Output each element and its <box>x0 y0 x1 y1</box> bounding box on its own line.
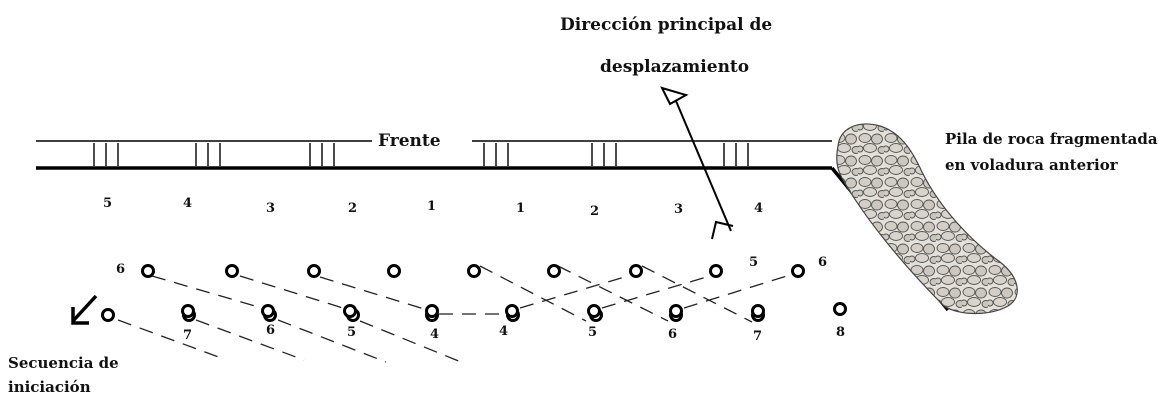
hole-number: 6 <box>266 323 275 338</box>
blast-hole <box>261 304 275 318</box>
pile-label-line-1: Pila de roca fragmentada <box>945 130 1158 148</box>
title-line-1: Dirección principal de <box>560 15 772 35</box>
hole-number: 5 <box>103 196 112 211</box>
blast-hole <box>587 304 601 318</box>
hole-number: 3 <box>266 201 275 216</box>
blast-hole <box>101 308 115 322</box>
blast-hole <box>467 264 481 278</box>
hole-number: 5 <box>347 325 356 340</box>
blast-hole <box>343 304 357 318</box>
holes-row-2 <box>141 264 805 278</box>
blast-hole <box>833 302 847 316</box>
hole-number: 5 <box>588 325 597 340</box>
blast-hole <box>547 264 561 278</box>
hole-number: 7 <box>753 329 762 344</box>
bench-tick-marks <box>93 143 749 166</box>
hole-number: 8 <box>836 325 845 340</box>
hole-number: 6 <box>116 262 125 277</box>
hole-number: 5 <box>749 255 758 270</box>
row-3-labels: 7 6 5 4 4 5 6 7 8 <box>183 323 845 344</box>
blast-hole <box>505 304 519 318</box>
row-2-labels: 6 5 6 <box>116 255 827 277</box>
hole-number: 1 <box>427 199 436 214</box>
bench-top <box>36 140 832 170</box>
row-1-labels: 5 4 3 2 1 1 2 3 4 <box>103 196 763 219</box>
sequence-label-line-1: Secuencia de <box>8 354 119 372</box>
blast-hole <box>181 304 195 318</box>
pile-label-line-2: en voladura anterior <box>945 156 1119 174</box>
blast-hole <box>425 304 439 318</box>
blast-hole <box>669 304 683 318</box>
hole-number: 1 <box>516 201 525 216</box>
rock-pile <box>836 123 1018 315</box>
blast-hole <box>751 304 765 318</box>
delay-connections <box>117 265 791 365</box>
hole-number: 4 <box>430 327 439 342</box>
hole-number: 7 <box>183 328 192 343</box>
hole-number: 3 <box>674 202 683 217</box>
blast-hole <box>225 264 239 278</box>
hole-number: 4 <box>754 201 763 216</box>
blast-hole <box>709 264 723 278</box>
hole-number: 2 <box>590 204 599 219</box>
blast-hole <box>387 264 401 278</box>
initiation-arrow <box>71 294 98 325</box>
blast-hole <box>307 264 321 278</box>
hole-number: 4 <box>499 324 508 339</box>
hole-number: 6 <box>668 327 677 342</box>
displacement-arrow <box>660 86 734 240</box>
blast-hole <box>791 264 805 278</box>
holes-rear-row <box>181 302 847 318</box>
hole-number: 4 <box>183 196 192 211</box>
sequence-label-line-2: iniciación <box>8 378 91 396</box>
blast-hole <box>141 264 155 278</box>
hole-number: 6 <box>818 255 827 270</box>
blast-hole <box>629 264 643 278</box>
frente-label: Frente <box>378 131 441 151</box>
title-line-2: desplazamiento <box>600 57 749 77</box>
hole-number: 2 <box>348 201 357 216</box>
